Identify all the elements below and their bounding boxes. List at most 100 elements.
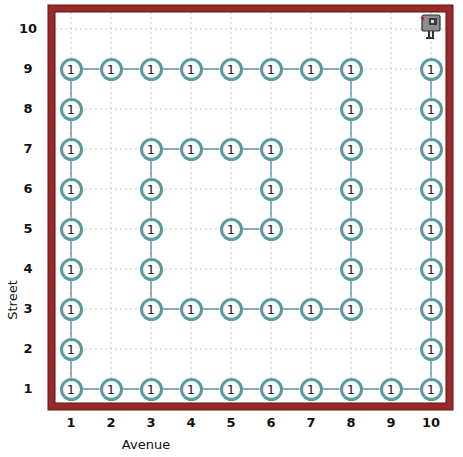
beeper-ring: [261, 59, 281, 79]
beeper-link: [270, 161, 271, 178]
beeper-link: [150, 161, 151, 178]
avenue-number: 5: [226, 416, 235, 430]
beeper: 1: [300, 378, 323, 401]
beeper: 1: [260, 178, 283, 201]
beeper-ring: [261, 179, 281, 199]
beeper-ring: [261, 139, 281, 159]
world-wall: [52, 9, 450, 407]
beeper: 1: [380, 378, 403, 401]
beeper-ring: [61, 339, 81, 359]
beeper-count: 1: [267, 143, 275, 156]
beeper-ring: [341, 379, 361, 399]
beeper-ring: [301, 379, 321, 399]
beeper-count: 1: [147, 303, 155, 316]
beeper-count: 1: [347, 103, 355, 116]
robot-icon: [420, 15, 440, 38]
beeper-link: [430, 241, 431, 258]
beeper-ring: [221, 299, 241, 319]
avenue-number: 2: [106, 416, 115, 430]
beeper-count: 1: [347, 63, 355, 76]
street-number: 8: [23, 102, 32, 116]
beeper-ring: [61, 139, 81, 159]
beeper-ring: [341, 99, 361, 119]
beeper-ring: [61, 259, 81, 279]
beeper-ring: [61, 299, 81, 319]
beeper-link: [203, 388, 220, 389]
beeper-count: 1: [67, 183, 75, 196]
beeper-link: [243, 388, 260, 389]
beeper-link: [203, 148, 220, 149]
beeper-count: 1: [147, 223, 155, 236]
beeper-count: 1: [347, 223, 355, 236]
beeper-ring: [141, 299, 161, 319]
beeper-count: 1: [427, 263, 435, 276]
beeper-count: 1: [147, 143, 155, 156]
beeper-link: [163, 308, 180, 309]
beeper: 1: [420, 138, 443, 161]
street-number: 1: [23, 382, 32, 396]
beeper: 1: [140, 378, 163, 401]
beeper-link: [323, 388, 340, 389]
beeper-count: 1: [187, 383, 195, 396]
beeper-link: [350, 161, 351, 178]
beeper-link: [430, 321, 431, 338]
beeper-count: 1: [147, 63, 155, 76]
beeper: 1: [140, 258, 163, 281]
beeper-ring: [141, 379, 161, 399]
street-number: 9: [23, 62, 32, 76]
beeper: 1: [300, 58, 323, 81]
street-number: 7: [23, 142, 32, 156]
beeper: 1: [420, 98, 443, 121]
beeper-link: [70, 361, 71, 378]
beeper: 1: [340, 98, 363, 121]
beeper-count: 1: [427, 103, 435, 116]
beeper-ring: [421, 379, 441, 399]
beeper-count: 1: [227, 383, 235, 396]
beeper: 1: [340, 298, 363, 321]
beeper-count: 1: [187, 303, 195, 316]
beeper-link: [243, 148, 260, 149]
beeper-link: [123, 68, 140, 69]
beeper-count: 1: [427, 303, 435, 316]
beeper: 1: [60, 218, 83, 241]
beeper-count: 1: [347, 143, 355, 156]
wall-edge: [55, 12, 446, 403]
beeper: 1: [420, 58, 443, 81]
beeper-link: [350, 281, 351, 298]
beeper: 1: [60, 58, 83, 81]
beeper-count: 1: [427, 143, 435, 156]
beeper: 1: [340, 218, 363, 241]
beeper-ring: [221, 379, 241, 399]
beeper-count: 1: [227, 143, 235, 156]
beeper-ring: [141, 59, 161, 79]
beeper-count: 1: [227, 303, 235, 316]
beeper-ring: [341, 59, 361, 79]
beeper: 1: [340, 138, 363, 161]
beeper-link: [83, 388, 100, 389]
beeper-ring: [61, 59, 81, 79]
beeper-ring: [341, 179, 361, 199]
grid-lines: [55, 12, 446, 403]
beeper-link: [163, 388, 180, 389]
beeper: 1: [60, 378, 83, 401]
beeper-link: [203, 308, 220, 309]
beeper-link: [430, 161, 431, 178]
beeper-link: [243, 228, 260, 229]
beeper-count: 1: [267, 303, 275, 316]
beeper-ring: [61, 379, 81, 399]
beeper-link: [70, 81, 71, 98]
beeper-link: [350, 201, 351, 218]
avenue-number: 10: [422, 416, 440, 430]
street-number: 6: [23, 182, 32, 196]
beeper-link: [243, 308, 260, 309]
avenue-number: 4: [186, 416, 195, 430]
beeper-count: 1: [67, 103, 75, 116]
beeper-count: 1: [147, 263, 155, 276]
beeper-link: [430, 281, 431, 298]
street-number: 4: [23, 262, 32, 276]
axis-title: Street: [6, 280, 20, 320]
beeper-link: [350, 81, 351, 98]
avenue-number: 7: [306, 416, 315, 430]
avenue-number: 3: [146, 416, 155, 430]
